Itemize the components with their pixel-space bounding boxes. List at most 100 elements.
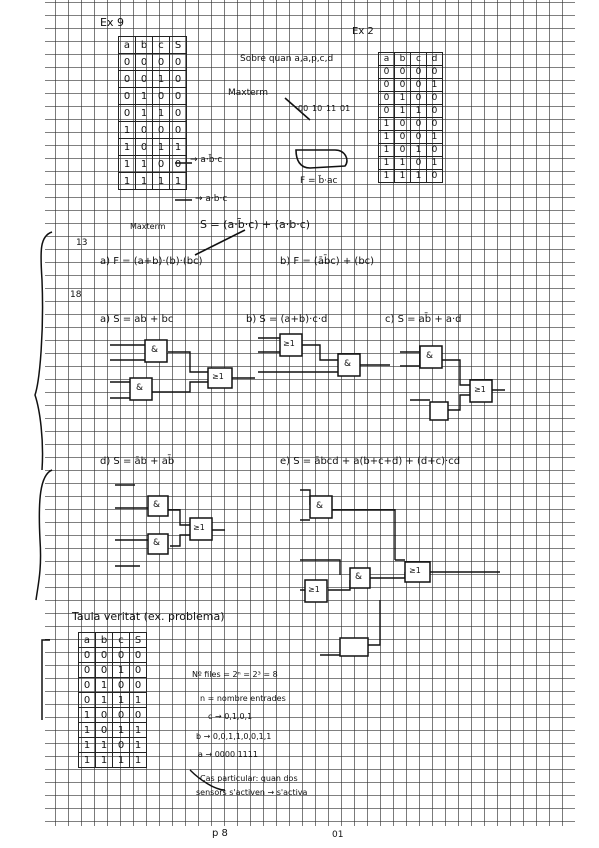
table-cell: 1 — [112, 752, 130, 768]
column-header: S — [129, 632, 147, 648]
table-cell: 0 — [410, 117, 427, 131]
or-gate — [189, 517, 213, 541]
column-header: d — [426, 52, 443, 66]
or-gate — [279, 333, 303, 357]
exercise-2-label: Ex 2 — [352, 26, 374, 37]
truth-problem-title: Taula veritat (ex. problema) — [72, 610, 225, 623]
note-c-pattern: c → 0,1,0,1 — [208, 712, 253, 721]
column-header: c — [112, 632, 130, 648]
table-cell: 1 — [78, 737, 96, 753]
table-cell: 0 — [118, 104, 136, 122]
table-cell: 0 — [169, 87, 187, 105]
table-cell: 1 — [410, 143, 427, 157]
table-cell: 0 — [378, 104, 395, 118]
column-header: b — [135, 36, 153, 54]
note-b-pattern: b → 0,0,1,1,0,0,1,1 — [196, 732, 272, 741]
column-header: c — [410, 52, 427, 66]
table-cell: 1 — [95, 737, 113, 753]
table-cell: 0 — [112, 677, 130, 693]
table-cell: 0 — [129, 707, 147, 723]
equation-13a: a) F = (a+b)·(b)·(bc) — [100, 256, 203, 267]
table-cell: 1 — [95, 677, 113, 693]
table-cell: 1 — [112, 692, 130, 708]
column-header: a — [118, 36, 136, 54]
note-rows-count: Nº files = 2ⁿ = 2³ = 8 — [192, 670, 278, 679]
and-gate — [144, 339, 168, 363]
table-cell: 0 — [169, 104, 187, 122]
table-cell: 1 — [426, 156, 443, 170]
table-cell: 1 — [135, 172, 153, 190]
or-gate-symbol: ≥1 — [474, 385, 486, 394]
or-gate — [304, 579, 328, 603]
table-cell: 1 — [169, 138, 187, 156]
and-gate-symbol: & — [153, 538, 161, 548]
table-cell: 0 — [426, 169, 443, 183]
column-header: b — [95, 632, 113, 648]
table-cell: 0 — [152, 87, 170, 105]
equation-18b: b) S = (a+b)·c·d — [246, 314, 328, 325]
table-cell: 1 — [129, 752, 147, 768]
note-a-pattern: a → 0000 1111 — [198, 750, 258, 759]
table-cell: 1 — [394, 104, 411, 118]
minterm-arrow-label: → a·b·c — [195, 194, 228, 204]
table-cell: 0 — [112, 737, 130, 753]
table-header-row: a b c S — [78, 632, 147, 648]
table-cell: 1 — [78, 707, 96, 723]
column-header: c — [152, 36, 170, 54]
table-cell: 0 — [378, 91, 395, 105]
and-gate-symbol: & — [153, 500, 161, 510]
equation-18c: c) S = ab̄ + a·d — [385, 314, 462, 325]
table-cell: 1 — [152, 104, 170, 122]
sobre-quan-label: Sobre quan a,a,p,c,d — [240, 54, 334, 64]
table-cell: 1 — [152, 138, 170, 156]
and-gate — [339, 637, 369, 657]
and-gate — [147, 495, 169, 517]
column-header: a — [378, 52, 395, 66]
column-header: a — [78, 632, 96, 648]
table-cell: 0 — [135, 138, 153, 156]
table-cell: 0 — [394, 65, 411, 79]
table-cell: 0 — [78, 677, 96, 693]
and-gate — [429, 401, 449, 421]
exercise-13-label: 13 — [76, 238, 88, 248]
or-gate-symbol: ≥1 — [193, 523, 205, 532]
table-cell: 0 — [78, 647, 96, 663]
table-cell: 1 — [118, 172, 136, 190]
table-cell: 0 — [169, 155, 187, 173]
table-cell: 1 — [129, 722, 147, 738]
table-cell: 1 — [152, 70, 170, 88]
and-gate — [349, 567, 371, 589]
table-cell: 1 — [78, 722, 96, 738]
equation-18a: a) S = ab + bc — [100, 314, 174, 325]
table-cell: 0 — [169, 70, 187, 88]
table-cell: 1 — [112, 662, 130, 678]
table-cell: 1 — [378, 156, 395, 170]
table-cell: 1 — [378, 117, 395, 131]
and-gate — [419, 345, 443, 369]
table-cell: 1 — [378, 169, 395, 183]
equation-18d: d) S = āb + ab̄ — [100, 456, 175, 467]
table-cell: 0 — [394, 130, 411, 144]
table-cell: 0 — [426, 91, 443, 105]
table-cell: 1 — [152, 172, 170, 190]
note-sensors: sensors s'activen → s'activa — [196, 788, 308, 797]
or-gate-symbol: ≥1 — [409, 566, 421, 575]
table-cell: 0 — [135, 53, 153, 71]
and-gate-symbol: & — [136, 383, 144, 393]
kmap-result: F = b̄·ac — [300, 176, 338, 186]
table-header-row: a b c d — [378, 52, 443, 66]
